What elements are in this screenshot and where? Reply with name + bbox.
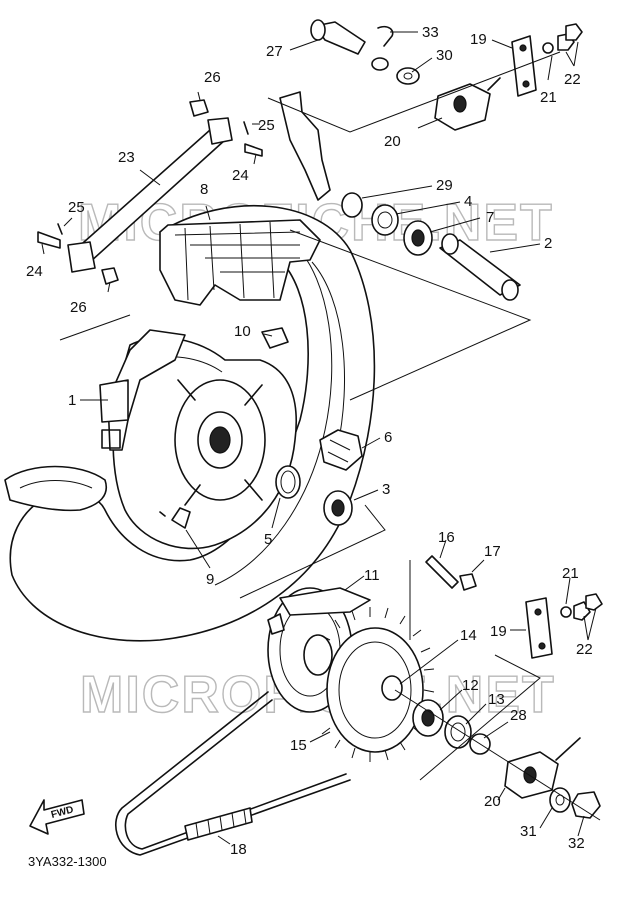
callout-26-upper: 26 (204, 69, 221, 86)
diagram-code: 3YA332-1300 (28, 854, 107, 869)
callout-22-upper: 22 (564, 71, 581, 88)
bolt-24-upper (244, 143, 263, 157)
callout-21-upper: 21 (540, 89, 557, 106)
cotter-pin-25-lower (57, 223, 63, 235)
callout-19-upper: 19 (470, 31, 487, 48)
callout-9: 9 (206, 571, 214, 588)
collar-14 (381, 675, 403, 701)
stud-bolt (425, 555, 459, 589)
axle-bolt (310, 19, 366, 55)
washer-21-lower (560, 606, 572, 618)
callout-30: 30 (436, 47, 453, 64)
callout-19-lower: 19 (490, 623, 507, 640)
adjust-plate-lower (525, 597, 553, 659)
callout-24-upper: 24 (232, 167, 249, 184)
washer-21-upper (542, 42, 554, 54)
callout-17: 17 (484, 543, 501, 560)
nut-17 (459, 573, 477, 591)
wheel-rim (112, 337, 298, 550)
callout-18: 18 (230, 841, 247, 858)
cotter-pin (377, 25, 394, 47)
callout-32: 32 (568, 835, 585, 852)
hub-damper (319, 429, 363, 471)
callout-1: 1 (68, 392, 76, 409)
o-ring (275, 465, 301, 499)
callout-25-lower: 25 (68, 199, 85, 216)
callout-20-upper: 20 (384, 133, 401, 150)
callout-25-upper: 25 (258, 117, 275, 134)
callout-5: 5 (264, 531, 272, 548)
callout-2: 2 (544, 235, 552, 252)
callout-16: 16 (438, 529, 455, 546)
chain-puller-lower (504, 737, 581, 799)
washer-30 (371, 57, 420, 85)
callout-6: 6 (384, 429, 392, 446)
chain-puller-upper (434, 77, 501, 131)
callout-21-lower: 21 (562, 565, 579, 582)
callout-12: 12 (462, 677, 479, 694)
nut-26-lower (101, 267, 119, 285)
callout-4: 4 (464, 193, 472, 210)
nut-22-lower-b (585, 593, 603, 611)
bearing-12 (412, 699, 444, 737)
swingarm-section (99, 329, 186, 451)
callout-13: 13 (488, 691, 505, 708)
brake-bracket (279, 91, 331, 201)
callout-24-lower: 24 (26, 263, 43, 280)
callout-14: 14 (460, 627, 477, 644)
cotter-pin-25-upper (243, 121, 249, 135)
tire (4, 204, 376, 642)
callout-7: 7 (486, 209, 494, 226)
assembly-lines (59, 51, 601, 821)
callouts: 33 27 30 19 22 21 26 25 20 23 24 29 8 4 … (26, 24, 593, 858)
callout-23: 23 (118, 149, 135, 166)
torque-arm (67, 117, 233, 273)
callout-10: 10 (234, 323, 251, 340)
callout-26-lower: 26 (70, 299, 87, 316)
callout-3: 3 (382, 481, 390, 498)
bolt-24-lower (37, 231, 61, 249)
leader-lines (41, 31, 597, 845)
axle-nut (571, 791, 601, 819)
callout-20-lower: 20 (484, 793, 501, 810)
callout-27: 27 (266, 43, 283, 60)
balance-weight (261, 327, 289, 349)
nut-22-upper-b (565, 23, 583, 41)
oil-seal-13 (444, 715, 472, 749)
callout-8: 8 (200, 181, 208, 198)
callout-29: 29 (436, 177, 453, 194)
callout-11: 11 (364, 567, 380, 584)
drive-chain (114, 691, 351, 856)
forward-arrow-icon: FWD (29, 799, 85, 835)
callout-28: 28 (510, 707, 527, 724)
callout-31: 31 (520, 823, 537, 840)
callout-15: 15 (290, 737, 307, 754)
bearing-3 (323, 490, 353, 526)
callout-33: 33 (422, 24, 439, 41)
nut-26-upper (189, 99, 209, 117)
callout-22-lower: 22 (576, 641, 593, 658)
washer-31 (549, 787, 571, 813)
axle-stack (341, 192, 521, 301)
